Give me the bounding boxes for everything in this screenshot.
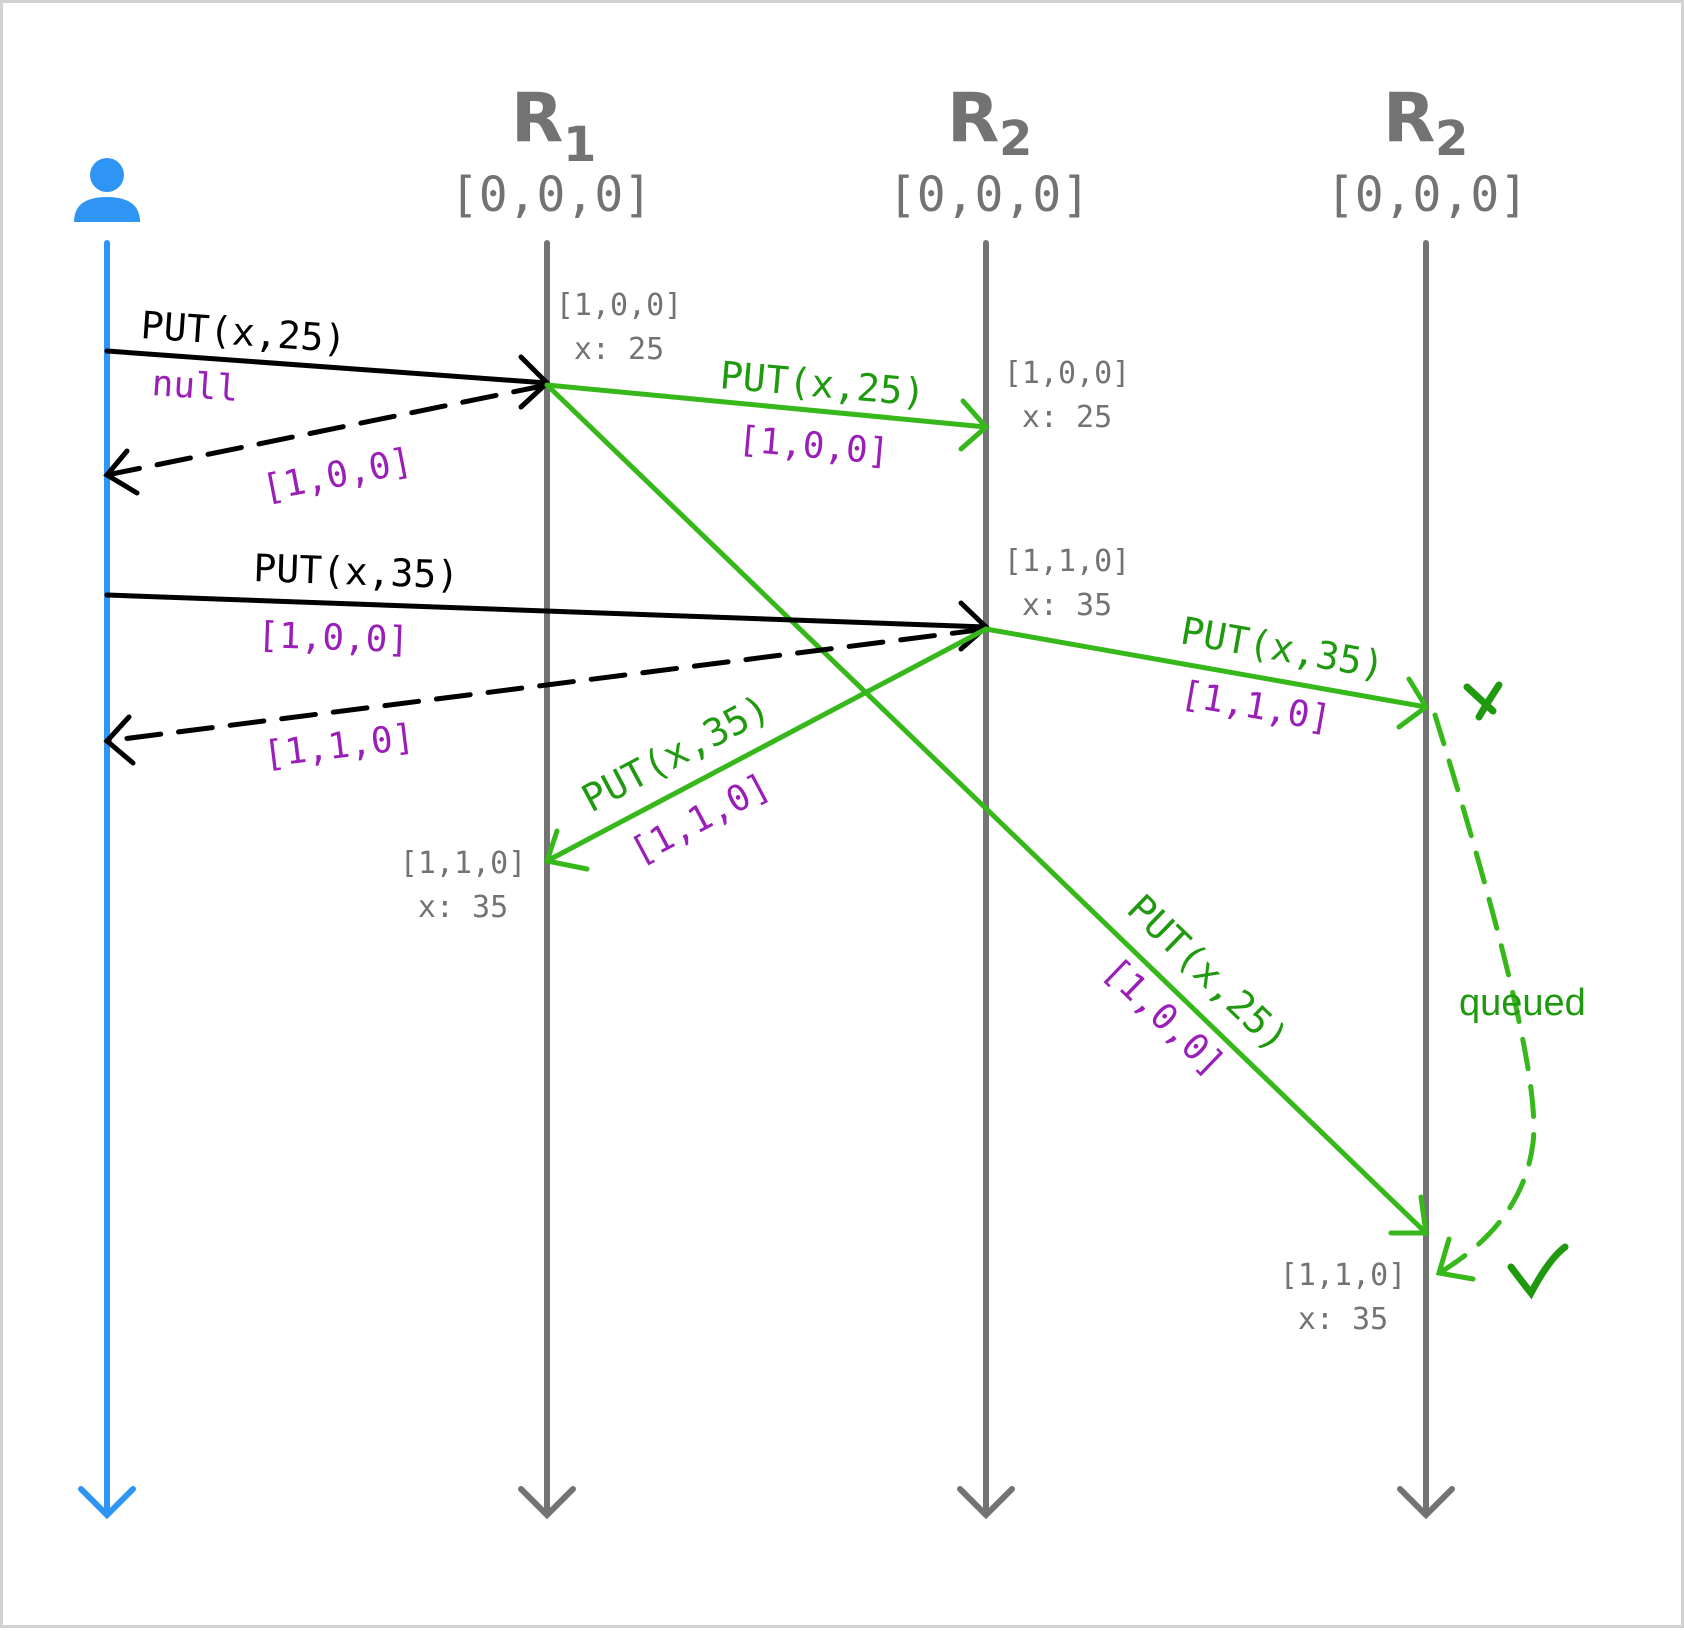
replica-header-r3: R 2 [0,0,0] [1326,79,1528,223]
replica-subscript: 1 [563,117,596,173]
state-r1-after-put25: [1,0,0] x: 25 [556,288,682,367]
response-arrow-ack2 [103,626,989,766]
state-value: x: 35 [418,890,508,925]
replication-clock-r1-r2: [1,0,0] [736,419,891,473]
state-clock: [1,0,0] [556,288,682,323]
state-clock: [1,1,0] [400,846,526,881]
replication-clock-r2-r3: [1,1,0] [1177,673,1334,740]
replica-subscript: 2 [1435,111,1468,167]
request-label-put35: PUT(x,35) [253,546,460,597]
user-icon [74,158,140,222]
state-r2-after-put35: [1,1,0] x: 35 [1004,544,1130,623]
reject-x-icon [1463,681,1503,721]
state-clock: [1,0,0] [1004,356,1130,391]
replication-arrow-r1-r3-put25 [544,382,1429,1236]
request-label-put25: PUT(x,25) [139,303,347,361]
replica-subscript: 2 [999,111,1032,167]
diagram-canvas: R 1 [0,0,0] R 2 [0,0,0] R 2 [0,0,0] PUT(… [74,79,1586,1520]
client-timeline [78,240,136,1520]
replica-r3-timeline [1397,240,1455,1520]
replication-label-r2-r3: PUT(x,35) [1177,609,1387,688]
response-clock-ack1: [1,0,0] [259,441,416,510]
state-value: x: 25 [1022,400,1112,435]
replica-r1-timeline [518,240,576,1520]
replica-name: R [511,79,563,158]
request-clock-put35: [1,0,0] [257,615,410,661]
request-clock-put25: null [150,363,239,410]
state-value: x: 35 [1298,1302,1388,1337]
replica-r2-timeline [957,240,1015,1520]
replica-initial-clock: [0,0,0] [1326,167,1528,223]
replication-arrow-r2-r1-put35 [543,626,989,872]
state-value: x: 25 [574,332,664,367]
response-clock-ack2: [1,1,0] [261,717,417,776]
replication-arrow-r2-r3-put35 [983,626,1430,730]
replica-header-r2: R 2 [0,0,0] [888,79,1090,223]
replica-name: R [1383,79,1435,158]
replica-header-r1: R 1 [0,0,0] [450,79,652,223]
replication-arrow-r1-r2-put25 [544,382,990,452]
replica-initial-clock: [0,0,0] [450,167,652,223]
state-value: x: 35 [1022,588,1112,623]
state-clock: [1,1,0] [1280,1258,1406,1293]
queued-arrow [1432,712,1537,1282]
response-arrow-ack1 [103,382,550,496]
replica-initial-clock: [0,0,0] [888,167,1090,223]
queued-label: queued [1459,982,1586,1024]
state-r1-after-rep35: [1,1,0] x: 35 [400,846,526,925]
state-clock: [1,1,0] [1004,544,1130,579]
state-r2-after-rep25: [1,0,0] x: 25 [1004,356,1130,435]
state-r3-final: [1,1,0] x: 35 [1280,1258,1406,1337]
accept-check-icon [1507,1243,1569,1300]
replica-name: R [947,79,999,158]
